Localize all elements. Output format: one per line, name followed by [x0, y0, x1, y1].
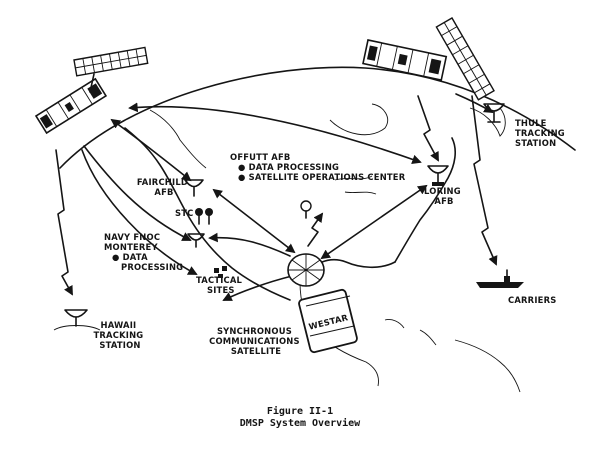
- hudson-bay: [330, 104, 388, 135]
- link-left-sat-to-fairchild: [112, 120, 190, 180]
- offutt-dish-icon: [301, 201, 311, 218]
- offutt-label: OFFUTT AFB ● DATA PROCESSING ● SATELLITE…: [230, 152, 406, 182]
- carrier-ship-icon: [476, 270, 524, 288]
- south-america-coast: [455, 340, 520, 392]
- hawaii-label: HAWAII TRACKING STATION: [93, 320, 146, 350]
- figure-number: Figure II-1: [267, 405, 333, 417]
- tactical-sites-label: TACTICAL SITES: [196, 275, 245, 295]
- westar-antenna-dish: [288, 254, 324, 286]
- thule-dish-icon: [484, 104, 504, 122]
- navy-fnoc-label: NAVY FNOC MONTEREY ● DATA PROCESSING: [104, 232, 183, 272]
- dmsp-satellite-right: [363, 18, 494, 100]
- dmsp-satellite-left: [36, 47, 148, 132]
- link-left-sat-to-monterey: [84, 146, 190, 240]
- figure-caption: Figure II-1 DMSP System Overview: [240, 405, 361, 429]
- fairchild-label: FAIRCHILD AFB: [137, 177, 191, 197]
- stc-label: STC: [175, 208, 194, 218]
- hawaii-dish-icon: [54, 310, 100, 330]
- carriers-label: CARRIERS: [508, 295, 556, 305]
- loring-label: LORING AFB: [424, 186, 464, 206]
- link-left-sat-to-hawaii: [56, 150, 72, 294]
- caribbean-islands: [385, 319, 436, 345]
- figure-title: DMSP System Overview: [240, 417, 361, 429]
- synchronous-comm-satellite-label: SYNCHRONOUS COMMUNICATIONS SATELLITE: [209, 326, 303, 356]
- link-right-sat-to-carriers: [472, 96, 496, 264]
- thule-label: THULE TRACKING STATION: [515, 118, 568, 148]
- left-sat-solar-panel: [74, 47, 148, 75]
- earth-horizon: [60, 67, 575, 168]
- link-westar-to-offutt: [308, 214, 322, 246]
- stc-station-icon: [195, 208, 213, 224]
- link-right-sat-to-loring: [418, 96, 438, 160]
- link-westar-to-loring: [322, 186, 426, 258]
- alaska-coast: [150, 110, 206, 168]
